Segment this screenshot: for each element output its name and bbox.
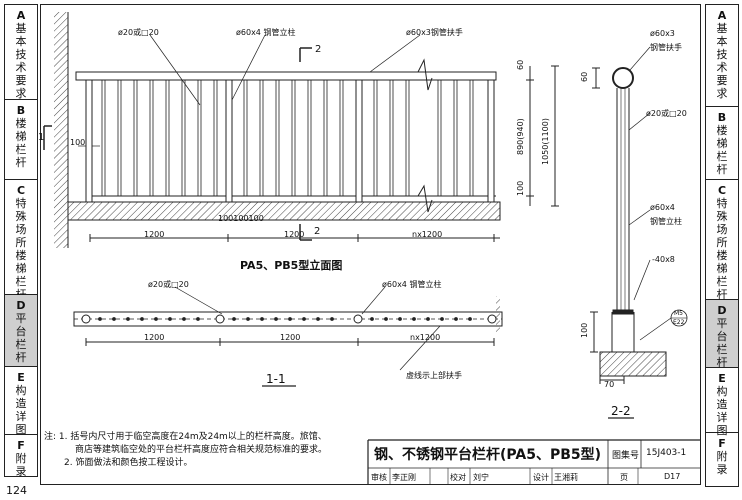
check-label: 校对 <box>450 473 466 482</box>
right-tab-d[interactable]: D 平 台 栏 杆 <box>706 300 738 369</box>
elev-dim-nx1200: nx1200 <box>412 230 443 239</box>
elevation-slab <box>67 201 501 221</box>
left-tab-d[interactable]: D 平 台 栏 杆 <box>5 295 37 367</box>
elev-dim-100-bottom: 100 <box>516 180 525 196</box>
elev-dim-1050: 1050(1100) <box>541 118 550 165</box>
design-label: 设计 <box>533 473 549 482</box>
elev-dim-890: 890(940) <box>516 118 525 155</box>
page-number: 124 <box>6 484 27 497</box>
left-tab-c[interactable]: C 特 殊 场 所 楼 梯 栏 杆 <box>5 180 37 301</box>
left-tab-b[interactable]: B 楼 梯 栏 杆 <box>5 100 37 180</box>
section-dim-70: 70 <box>604 380 615 389</box>
elevation-wall <box>54 12 68 248</box>
section-caption: 2-2 <box>611 404 631 418</box>
reviewer-name: 李正刚 <box>392 473 416 482</box>
section-label-handrail-a: ø60x3 <box>650 29 675 38</box>
plan-dim-1200-a: 1200 <box>144 333 165 342</box>
elev-dim-100x3: 100100100 <box>218 214 264 223</box>
plan-caption: 1-1 <box>266 372 286 386</box>
page-label: 页 <box>620 473 628 482</box>
elevation-post <box>355 79 363 203</box>
section-view <box>590 46 688 419</box>
elev-dim-60: 60 <box>516 59 525 70</box>
plan-label-baluster: ø20或□20 <box>148 280 189 289</box>
elevation-break-mark <box>417 184 433 213</box>
atlas-label: 图集号 <box>612 451 640 461</box>
right-index-sidebar: A 基 本 技 术 要 求 B 楼 梯 栏 杆 C 特 殊 场 所 楼 梯 栏 … <box>705 4 739 487</box>
leader-baluster <box>149 34 201 106</box>
elevation-post <box>85 79 93 203</box>
title-block-title: 钢、不锈钢平台栏杆(PA5、PB5型) <box>374 447 602 463</box>
elev-dim-1200-a: 1200 <box>144 230 165 239</box>
notes-block: 注: 1. 括号内尺寸用于临空高度在24m及24m以上的栏杆高度。旅馆、 商店等… <box>44 431 364 470</box>
elevation-break-mark <box>417 58 433 91</box>
plan-label-post: ø60x4 钢管立柱 <box>382 280 442 289</box>
elevation-handrail <box>75 71 497 81</box>
elev-dim-100-left: 100 <box>70 138 86 147</box>
plan-view <box>73 286 503 387</box>
elev-section-2-top: 2 <box>315 44 322 55</box>
elev-dim-1200-b: 1200 <box>284 230 305 239</box>
section-label-handrail-b: 钢管扶手 <box>650 43 682 52</box>
elev-section-1: 1 <box>38 132 45 143</box>
elevation-view <box>43 12 559 248</box>
designer-name: 王湘莉 <box>554 473 578 482</box>
plan-posts <box>81 314 497 324</box>
section-label-plate: -40x8 <box>652 255 675 264</box>
title-block-lines <box>367 439 701 485</box>
section-slab <box>599 351 667 377</box>
atlas-number: 15J403-1 <box>646 448 687 458</box>
section-label-post-b: 钢管立柱 <box>650 217 682 226</box>
section-label-post-a: ø60x4 <box>650 203 675 212</box>
right-tab-e[interactable]: E 构 造 详 图 <box>706 368 738 437</box>
leader-handrail <box>369 34 421 73</box>
right-tab-b[interactable]: B 楼 梯 栏 杆 <box>706 107 738 180</box>
elev-label-handrail: ø60x3钢管扶手 <box>406 28 463 37</box>
note-line-2: 商店等建筑临空处的平台栏杆高度应符合相关规范标准的要求。 <box>75 445 328 455</box>
note-line-1: 注: 1. 括号内尺寸用于临空高度在24m及24m以上的栏杆高度。旅馆、 <box>44 432 327 442</box>
left-index-sidebar: A 基 本 技 术 要 求 B 楼 梯 栏 杆 C 特 殊 场 所 楼 梯 栏 … <box>4 4 38 478</box>
elevation-balusters <box>101 80 474 196</box>
elev-label-post: ø60x4 钢管立柱 <box>236 28 296 37</box>
plan-dim-1200-b: 1200 <box>280 333 301 342</box>
plan-balusters <box>98 317 472 321</box>
weld-label-b: E22 <box>673 319 685 326</box>
elev-section-2-bottom: 2 <box>314 226 321 237</box>
right-tab-c[interactable]: C 特 殊 场 所 楼 梯 栏 杆 <box>706 180 738 301</box>
section-label-baluster: ø20或□20 <box>646 109 687 118</box>
section-dim-60: 60 <box>580 71 589 82</box>
elevation-post <box>225 79 233 203</box>
left-tab-a[interactable]: A 基 本 技 术 要 求 <box>5 5 37 100</box>
section-dim-100: 100 <box>580 322 589 338</box>
right-tab-f[interactable]: F 附 录 <box>716 437 728 476</box>
leader-post <box>231 34 266 101</box>
left-tab-f[interactable]: F 附 录 <box>15 439 27 478</box>
drawing-frame <box>40 4 701 485</box>
note-line-3: 2. 饰面做法和颜色按工程设计。 <box>64 458 193 468</box>
elev-label-baluster: ø20或□20 <box>118 28 159 37</box>
elevation-posts <box>85 79 495 203</box>
weld-label-a: M5 <box>674 310 683 317</box>
checker-name: 刘宁 <box>473 473 489 482</box>
page-code: D17 <box>664 472 681 481</box>
left-tab-e[interactable]: E 构 造 详 图 <box>5 367 37 436</box>
plan-label-dashed: 虚线示上部扶手 <box>406 371 462 380</box>
plan-dim-nx1200: nx1200 <box>410 333 441 342</box>
review-label: 审核 <box>371 473 387 482</box>
elevation-post <box>487 79 495 203</box>
section-handrail-circle <box>612 67 634 89</box>
right-tab-a[interactable]: A 基 本 技 术 要 求 <box>706 5 738 107</box>
elevation-caption: PA5、PB5型立面图 <box>240 259 343 272</box>
